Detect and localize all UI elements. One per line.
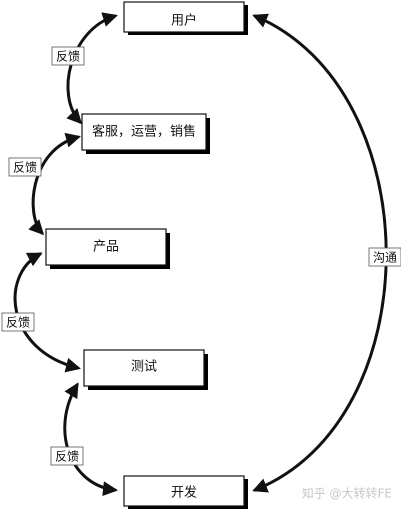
- node-dev: 开发: [123, 475, 248, 509]
- watermark: 知乎 @大转转FE: [302, 486, 392, 501]
- node-product: 产品: [45, 228, 170, 269]
- node-user-label: 用户: [171, 13, 197, 29]
- edge-user-support: [66, 12, 118, 125]
- edge-label-fb3-text: 反馈: [6, 316, 30, 330]
- edge-label-fb4: 反馈: [50, 446, 84, 466]
- edge-label-comm-text: 沟通: [373, 251, 397, 265]
- node-test: 测试: [83, 349, 208, 390]
- node-test-label: 测试: [131, 360, 157, 375]
- edge-label-fb1-text: 反馈: [56, 50, 80, 64]
- edge-label-fb4-text: 反馈: [55, 450, 79, 464]
- edge-support-product: [28, 132, 81, 236]
- edge-user-dev: [252, 13, 388, 493]
- node-user: 用户: [123, 1, 248, 35]
- edge-label-fb1: 反馈: [51, 46, 85, 66]
- edge-label-fb3: 反馈: [1, 312, 35, 332]
- edge-product-test: [13, 252, 81, 373]
- node-product-label: 产品: [93, 240, 119, 255]
- node-support-label: 客服，运营，销售: [92, 124, 196, 140]
- node-support: 客服，运营，销售: [81, 113, 210, 154]
- edge-label-comm: 沟通: [368, 247, 401, 267]
- edge-label-fb2-text: 反馈: [13, 161, 37, 175]
- edge-label-fb2: 反馈: [8, 157, 42, 177]
- node-dev-label: 开发: [171, 485, 197, 501]
- edge-test-dev: [63, 382, 118, 497]
